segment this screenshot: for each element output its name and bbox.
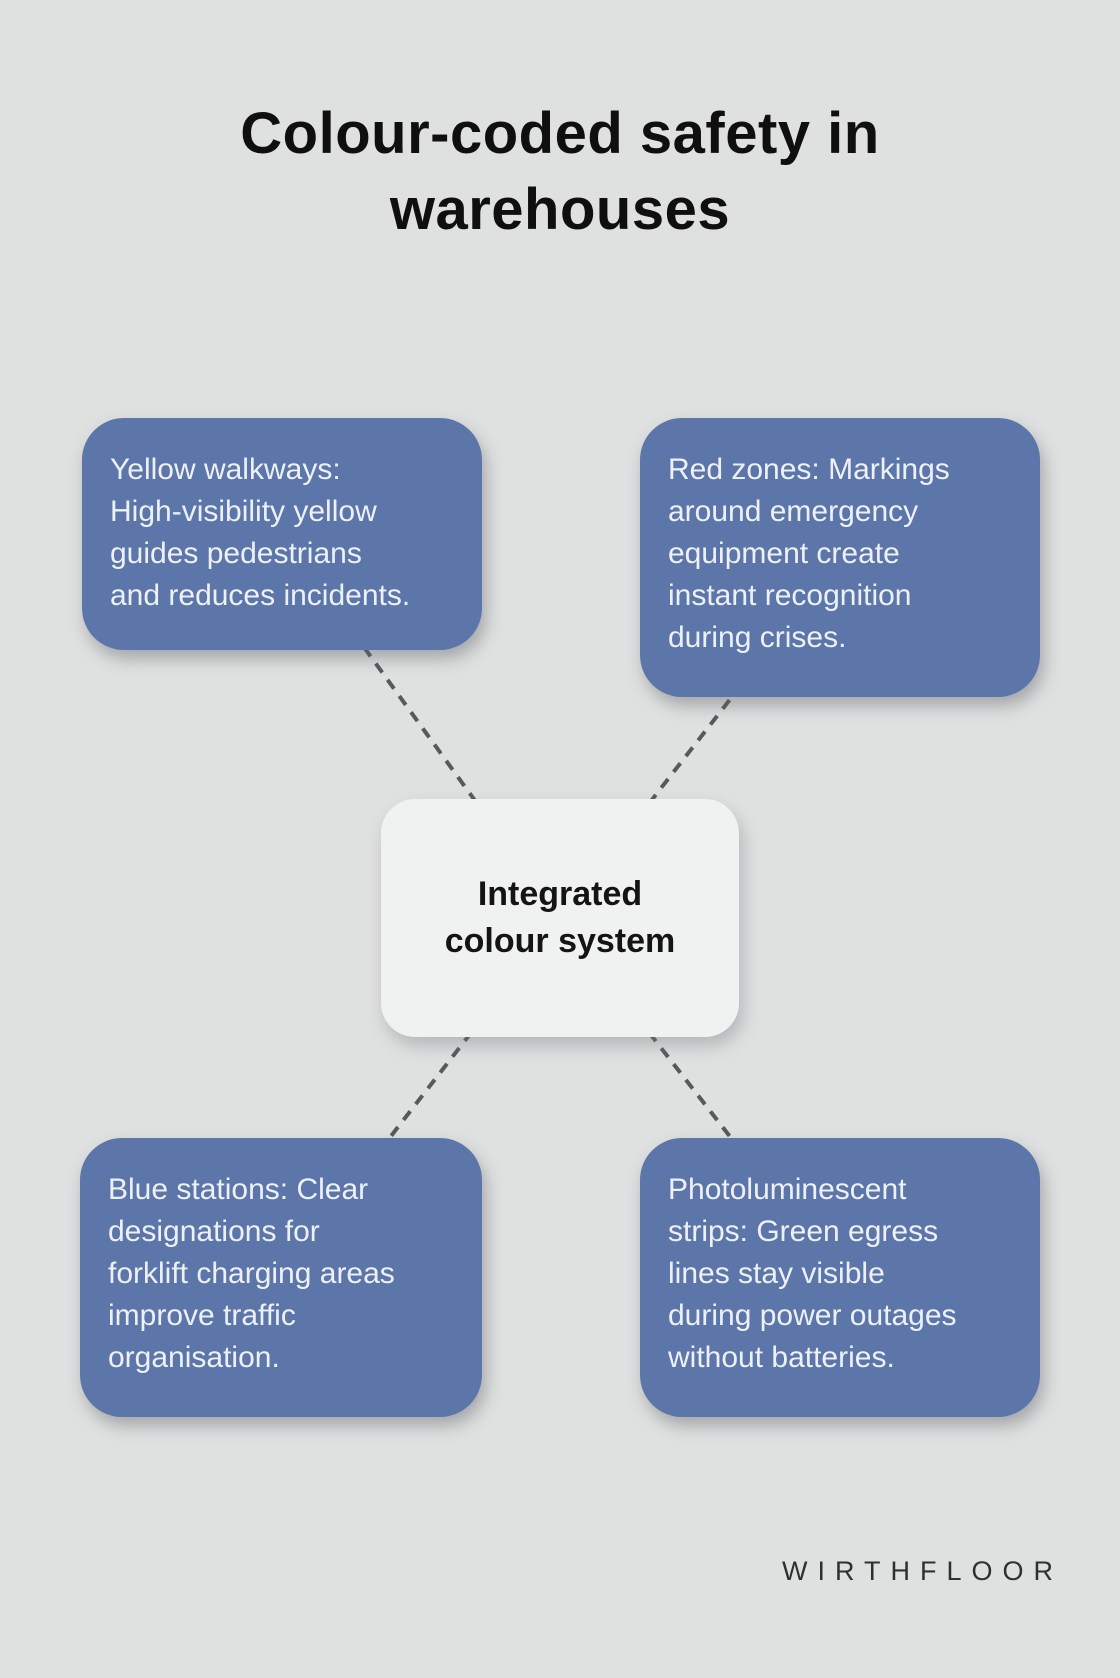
center-node-integrated-colour-system: Integrated colour system bbox=[381, 799, 739, 1037]
node-text-line: equipment create bbox=[668, 537, 900, 570]
node-photoluminescent-strips: Photoluminescent strips: Green egress li… bbox=[640, 1138, 1040, 1417]
node-text-line: without batteries. bbox=[668, 1341, 895, 1374]
center-node-text-line: colour system bbox=[444, 922, 676, 960]
node-text-line: Photoluminescent bbox=[668, 1173, 907, 1206]
node-text-line: instant recognition bbox=[668, 579, 912, 612]
node-text-line: during crises. bbox=[668, 621, 847, 654]
node-red-zones: Red zones: Markings around emergency equ… bbox=[640, 418, 1040, 697]
center-node-text-line: Integrated bbox=[477, 875, 643, 913]
node-text-line: lines stay visible bbox=[668, 1257, 885, 1290]
node-text-line: Red zones: Markings bbox=[668, 453, 950, 486]
node-text-line: Yellow walkways: bbox=[110, 453, 341, 486]
node-text-line: High-visibility yellow bbox=[110, 495, 377, 528]
brand-wordmark: WIRTHFLOOR bbox=[782, 1556, 1063, 1586]
node-text-line: designations for bbox=[108, 1215, 320, 1248]
node-text-line: during power outages bbox=[668, 1299, 957, 1332]
node-text-line: Blue stations: Clear bbox=[108, 1173, 369, 1206]
node-text-line: organisation. bbox=[108, 1341, 280, 1374]
node-text-line: improve traffic bbox=[108, 1299, 296, 1332]
node-yellow-walkways: Yellow walkways: High-visibility yellow … bbox=[82, 418, 482, 650]
page-title: Colour-coded safety in warehouses bbox=[240, 101, 880, 242]
node-text-line: around emergency bbox=[668, 495, 919, 528]
node-blue-stations: Blue stations: Clear designations for fo… bbox=[80, 1138, 482, 1417]
node-text-line: forklift charging areas bbox=[108, 1257, 395, 1290]
connector-bottom-left bbox=[279, 916, 562, 1280]
node-text-line: and reduces incidents. bbox=[110, 579, 411, 612]
node-text-line: strips: Green egress bbox=[668, 1215, 939, 1248]
node-text-line: guides pedestrians bbox=[110, 537, 362, 570]
